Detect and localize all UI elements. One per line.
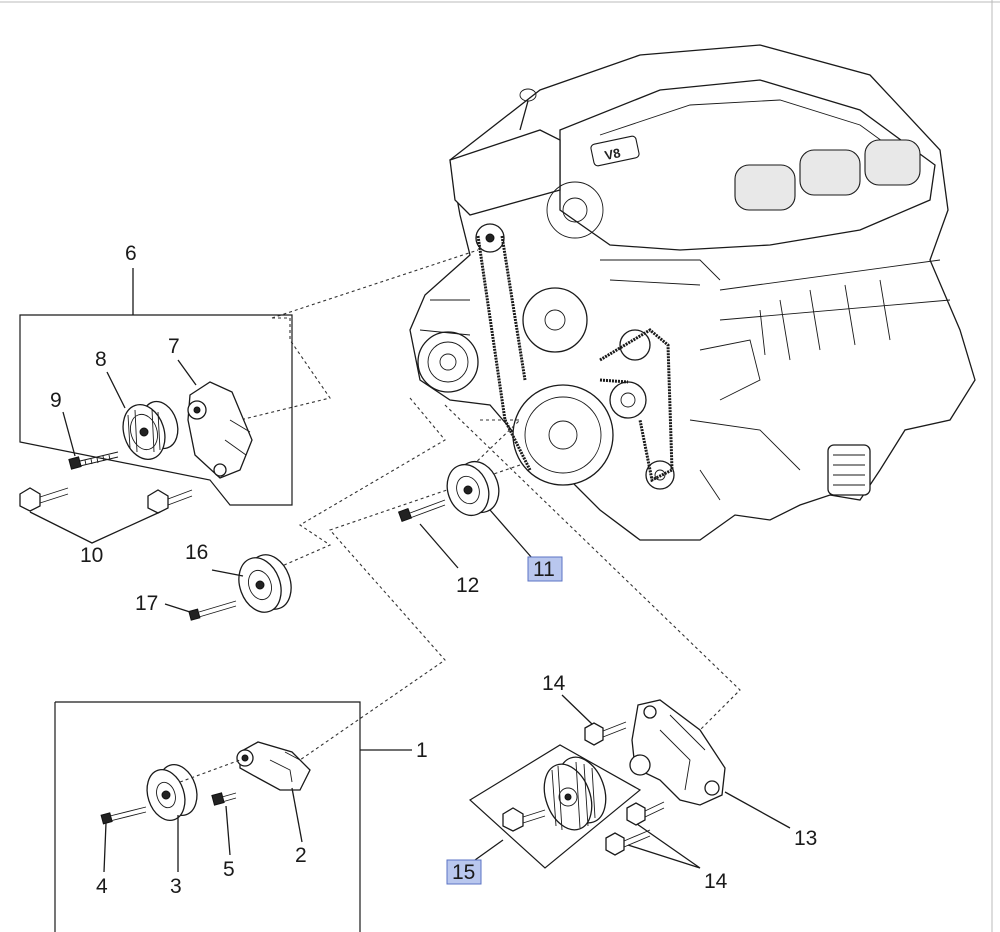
bolt-part-9: [68, 451, 119, 470]
v8-badge: V8: [590, 135, 640, 167]
callout-12: 12: [456, 574, 479, 597]
callout-1: 1: [416, 739, 428, 762]
tensioner-assembly-group-1: [54, 701, 412, 932]
bolt-part-15-fastener: [502, 807, 546, 832]
pulley-bracket-assembly: [469, 694, 791, 869]
engine-illustration: V8: [409, 44, 976, 541]
pulley-part-15: [543, 756, 607, 831]
callout-3: 3: [170, 875, 182, 898]
callout-7: 7: [168, 335, 180, 358]
callout-13: 13: [794, 827, 817, 850]
callout-2: 2: [295, 844, 307, 867]
bolt-part-4: [100, 806, 147, 825]
callout-14-top: 14: [542, 672, 566, 695]
bolt-part-17: [188, 600, 237, 621]
callout-8: 8: [95, 348, 107, 371]
callout-14-bottom: 14: [704, 870, 728, 893]
callout-labels: 1 2 3 4 5 6 7 8 9 10 11 12 13 14 14 15 1…: [50, 242, 817, 898]
tensioner-assembly-group-6: [19, 268, 293, 544]
callout-6: 6: [125, 242, 137, 265]
v8-badge-text: V8: [603, 145, 622, 163]
callout-4: 4: [96, 875, 108, 898]
bolt-part-12: [397, 499, 446, 523]
bolt-part-10-b: [147, 489, 193, 514]
callout-15: 15: [452, 861, 475, 884]
callout-16: 16: [185, 541, 208, 564]
callout-9: 9: [50, 389, 62, 412]
idler-pulley-part-16: [238, 554, 292, 613]
callout-10: 10: [80, 544, 103, 567]
callout-11-highlight: 11: [527, 556, 563, 582]
bolt-part-14-mid: [626, 801, 665, 826]
bolt-part-14-low: [605, 829, 651, 856]
bolt-part-14-top: [584, 721, 627, 746]
pulley-part-8: [122, 400, 179, 460]
callout-5: 5: [223, 858, 235, 881]
pulley-part-3: [146, 764, 198, 821]
idler-pulley-part-11: [446, 460, 500, 517]
callout-15-highlight: 15: [446, 859, 482, 885]
bolt-part-5: [211, 792, 237, 806]
dashed-reference-lines: [239, 249, 741, 761]
callout-17: 17: [135, 592, 158, 615]
callout-11: 11: [533, 558, 555, 581]
bolt-part-10-a: [19, 487, 69, 512]
